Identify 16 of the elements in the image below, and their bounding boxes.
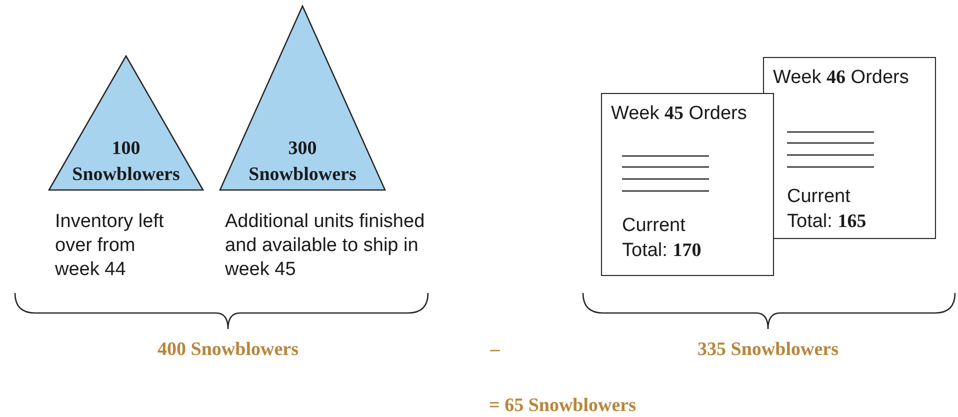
total-label: 400 Snowblowers <box>156 338 300 362</box>
order-sheet <box>601 93 774 276</box>
sheet-total: Current Total: 170 <box>622 214 702 263</box>
quantity-label: 100 Snowblowers <box>71 137 181 187</box>
order-sheet <box>763 57 936 239</box>
sheet-heading: Week 46 Orders <box>773 66 909 90</box>
quantity-label: 300 Snowblowers <box>248 137 358 187</box>
sheet-heading: Week 45 Orders <box>611 102 747 126</box>
description-text: Inventory left over from week 44 <box>55 210 165 282</box>
total-label: 335 Snowblowers <box>696 338 840 362</box>
sheet-total: Current Total: 165 <box>787 185 868 234</box>
description-text: Additional units finished and available to ship in week 45 <box>225 210 426 282</box>
stock-triangle <box>219 5 386 191</box>
total-label: – <box>489 338 501 362</box>
stock-triangle <box>48 55 204 191</box>
total-label: = 65 Snowblowers <box>489 394 638 417</box>
